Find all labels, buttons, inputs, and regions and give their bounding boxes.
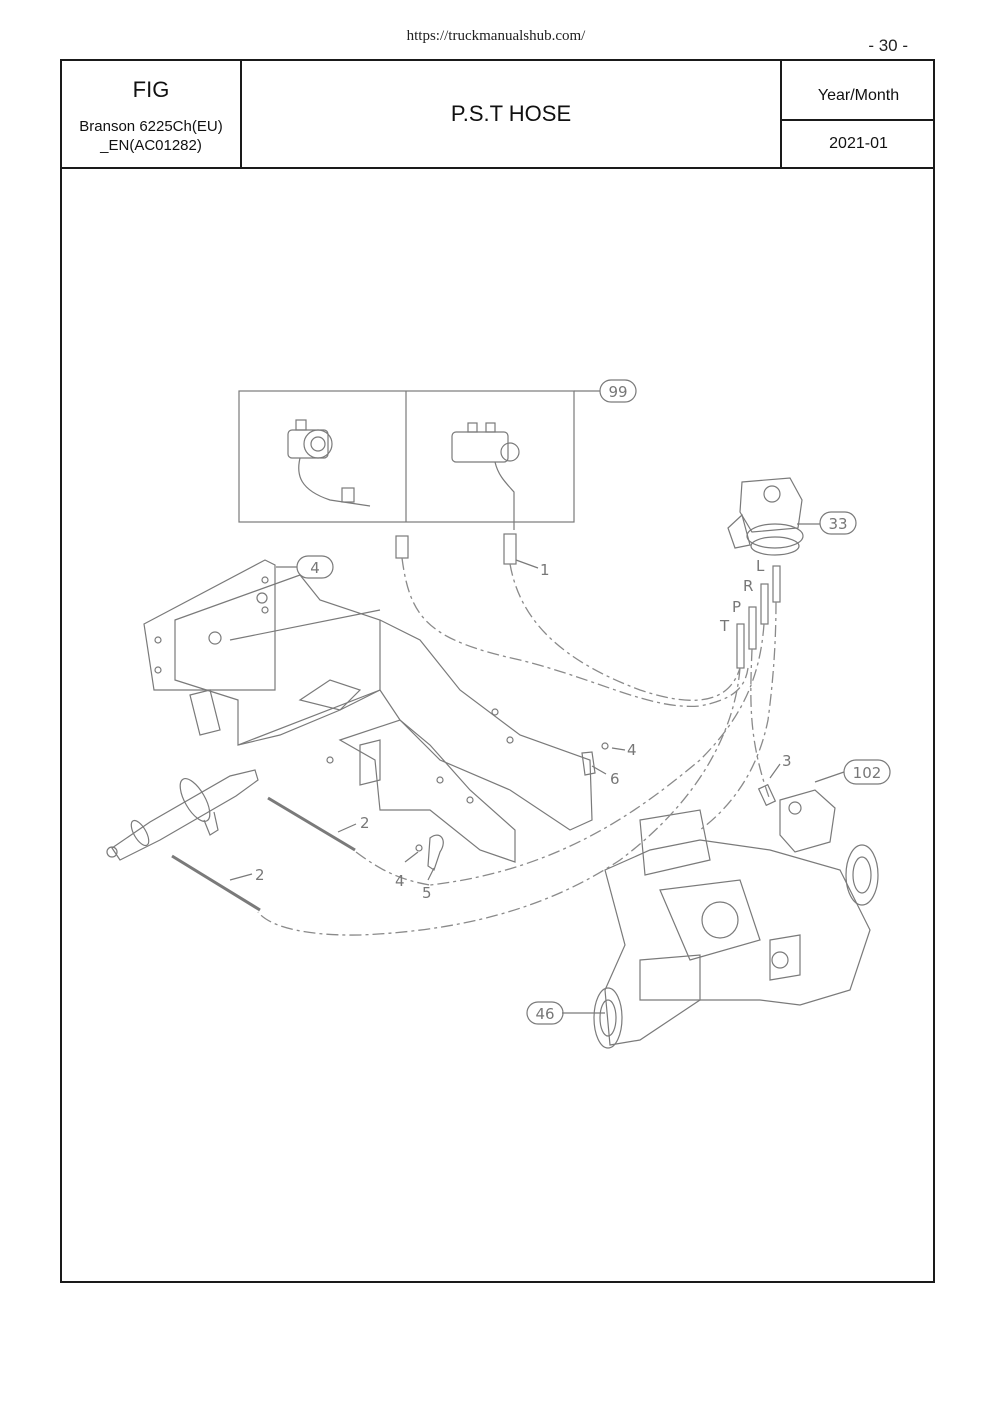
steering-motor-right [451,422,520,530]
steering-motor-left [287,419,371,507]
fitting-left [395,535,409,559]
label-6: 6 [610,770,620,788]
clamp-5 [427,834,444,871]
port-L-label: L [756,557,765,575]
date-cell: 2021-01 [782,121,935,167]
callout-4: 4 [310,559,320,577]
port-R-label: R [743,577,753,595]
title-cell: P.S.T HOSE [242,61,782,167]
callout-99: 99 [608,383,627,401]
steering-cylinder [106,769,259,861]
chassis-frame [143,559,593,863]
callout-102: 102 [853,764,882,782]
year-month-label: Year/Month [817,87,900,104]
drawing-frame: FIG Branson 6225Ch(EU) _EN(AC01282) P.S.… [60,59,935,1283]
label-4-right: 4 [627,741,637,759]
fig-cell: FIG Branson 6225Ch(EU) _EN(AC01282) [62,61,242,167]
label-2-upper: 2 [360,814,370,832]
label-3: 3 [782,752,792,770]
valve-102 [757,783,836,853]
revision-date: 2021-01 [829,135,888,152]
callout-33: 33 [828,515,847,533]
callout-46-bubble [526,1001,564,1025]
steering-unit [727,477,804,556]
title-block: FIG Branson 6225Ch(EU) _EN(AC01282) P.S.… [62,61,935,169]
fitting-R [760,583,769,625]
model-code: Branson 6225Ch(EU) _EN(AC01282) [79,118,223,154]
transmission-assembly [593,809,879,1049]
fig-label: FIG [132,77,170,102]
callout-46: 46 [535,1005,554,1023]
bolt-4-right [601,742,609,750]
label-1: 1 [540,561,550,579]
port-T-label: T [719,617,730,635]
callout-33-bubble [819,511,857,535]
port-P-label: P [732,598,741,616]
clamp-6 [581,751,596,776]
source-url[interactable]: https://truckmanualshub.com/ [406,28,586,44]
callout-99-bubble [599,379,637,403]
callout-4-bubble [296,555,334,579]
year-month-cell: Year/Month [782,61,935,121]
page-title: P.S.T HOSE [450,101,572,126]
label-4-left: 4 [395,872,405,890]
bolt-4-left [415,844,423,852]
label-5: 5 [422,884,432,902]
fitting-L [772,565,781,603]
hose-2-lower [171,854,261,912]
hose-2-upper [267,796,356,852]
page-number: - 30 - [868,36,908,55]
fitting-P [748,606,757,650]
fitting-T [736,623,745,669]
hose-routing [257,557,777,936]
callout-102-bubble [843,759,891,785]
fitting-1 [503,533,517,565]
label-2-lower: 2 [255,866,265,884]
